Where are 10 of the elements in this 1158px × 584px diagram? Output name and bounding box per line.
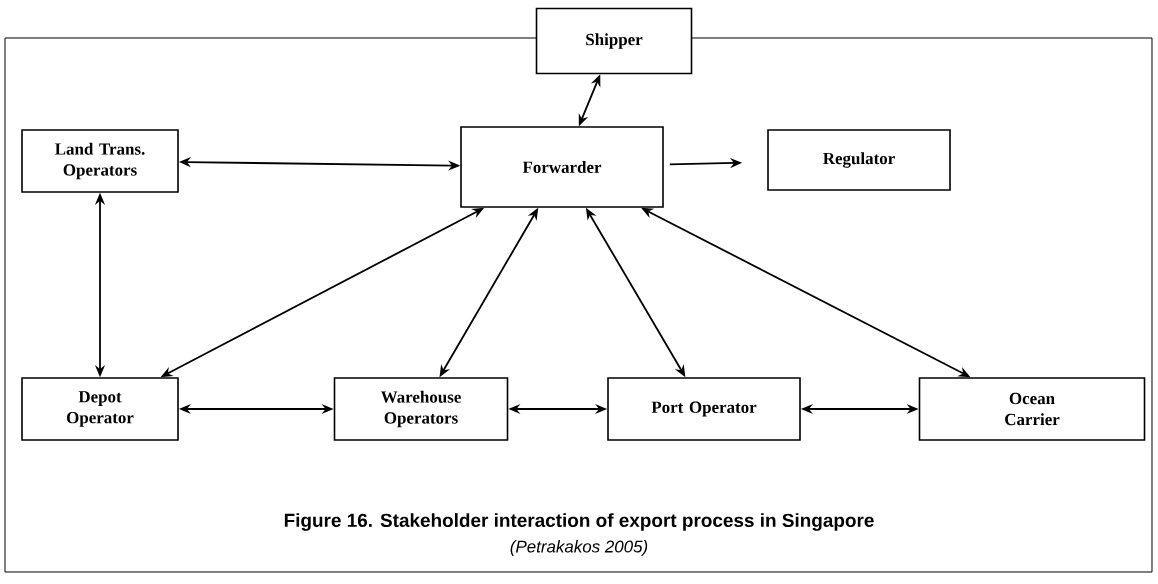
stakeholder-box: Depot Operator [21,377,179,441]
stakeholder-box: Warehouse Operators [333,377,509,441]
stakeholder-box: Land Trans. Operators [21,129,179,193]
stakeholder-box: Forwarder [460,126,664,208]
figure-caption: Figure 16. Stakeholder interaction of export process in Singapore [284,513,874,531]
stakeholder-box: Ocean Carrier [918,377,1146,441]
stakeholder-box: Regulator [767,129,951,191]
stakeholder-box: Shipper [535,7,693,75]
stakeholder-box: Port Operator [607,377,801,441]
citation: (Petrakakos 2005) [510,540,648,556]
